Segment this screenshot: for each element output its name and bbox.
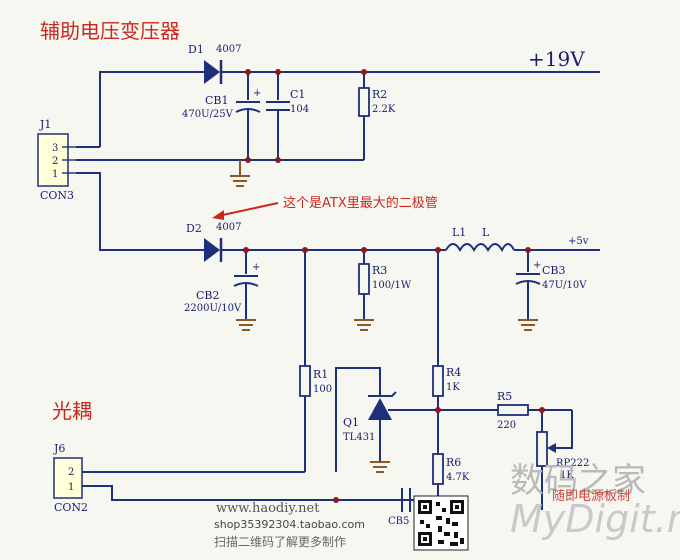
- rp-value: 1K: [560, 470, 574, 481]
- r4-ref: R4: [446, 366, 461, 379]
- resistor-r2: R2 2.2K: [358, 72, 396, 160]
- d1-ref: D1: [188, 43, 204, 56]
- rp-ref: RP222: [556, 458, 589, 469]
- potentiometer-rp: RP222 1K: [536, 410, 589, 510]
- capacitor-cb1: + CB1 470U/25V: [182, 72, 261, 160]
- r6-ref: R6: [446, 456, 461, 469]
- r1-ref: R1: [313, 368, 328, 381]
- j1-pin-2: 2: [52, 156, 58, 167]
- r3-value: 100/1W: [372, 280, 412, 291]
- j1-pin-3: 3: [52, 143, 58, 154]
- l1-ref: L1: [452, 226, 466, 239]
- j1-type: CON3: [40, 189, 74, 202]
- svg-text:+: +: [533, 260, 541, 271]
- capacitor-c1: C1 104: [266, 72, 309, 160]
- resistor-r1: R1 100: [299, 250, 332, 472]
- wire-j1-pin3: [99, 71, 190, 147]
- j6-pin-1: 1: [68, 482, 74, 493]
- r3-ref: R3: [372, 264, 387, 277]
- resistor-r4: R4 1K: [432, 250, 461, 454]
- title-aux-transformer: 辅助电压变压器: [40, 19, 180, 43]
- d2-ref: D2: [186, 222, 202, 235]
- watermark-site: www.haodiy.net: [216, 501, 320, 516]
- capacitor-cb3: + CB3 47U/10V: [515, 250, 587, 320]
- l1-value: L: [482, 226, 490, 239]
- diode-d2: D2 4007: [186, 222, 241, 262]
- wire-j6-pin1: [82, 485, 438, 501]
- c1-value: 104: [290, 104, 309, 115]
- watermark-scan: 扫描二维码了解更多制作: [214, 535, 346, 549]
- r2-ref: R2: [372, 88, 387, 101]
- ground-symbol-1: [230, 160, 250, 187]
- j1-pin-1: 1: [52, 169, 58, 180]
- svg-text:+: +: [253, 88, 261, 99]
- cb2-value: 2200U/10V: [184, 303, 242, 314]
- capacitor-cb5: CB5: [388, 488, 411, 527]
- cb2-ref: CB2: [196, 289, 220, 302]
- connector-j1: J1 CON3 3 2 1: [37, 118, 76, 202]
- ground-symbol-3: [354, 319, 374, 331]
- cb1-ref: CB1: [205, 94, 229, 107]
- cb1-value: 470U/25V: [182, 109, 234, 120]
- r4-value: 1K: [446, 382, 460, 393]
- svg-text:+: +: [252, 262, 260, 273]
- qr-code-image: [413, 495, 469, 551]
- ground-symbol-2: [236, 319, 256, 331]
- resistor-r3: R3 100/1W: [358, 250, 412, 320]
- resistor-r6: R6 4.7K: [432, 453, 470, 500]
- rail-19v-label: +19V: [528, 47, 585, 71]
- diode-d1: D1 4007: [188, 43, 241, 84]
- r1-value: 100: [313, 384, 332, 395]
- ground-symbol-5: [370, 461, 390, 473]
- rail-5v-label: +5v: [568, 236, 589, 247]
- r6-value: 4.7K: [446, 472, 470, 483]
- c1-ref: C1: [290, 88, 305, 101]
- regulator-q1: Q1 TL431: [335, 367, 438, 472]
- title-optocoupler: 光耦: [52, 399, 92, 423]
- ground-symbol-4: [518, 319, 538, 331]
- annotation-arrow: [212, 202, 279, 220]
- j6-pin-2: 2: [68, 467, 74, 478]
- watermark-brand-en: MyDigit.net: [510, 497, 680, 541]
- q1-ref: Q1: [343, 416, 359, 429]
- d2-value: 4007: [216, 222, 241, 233]
- watermark-shop: shop35392304.taobao.com: [214, 518, 365, 531]
- j1-ref: J1: [39, 118, 51, 131]
- j6-ref: J6: [53, 442, 65, 455]
- watermark-extra: 随即电源板制: [552, 489, 630, 504]
- j6-type: CON2: [54, 501, 88, 514]
- wire-j1-pin1: [76, 172, 190, 251]
- d1-value: 4007: [216, 44, 241, 55]
- capacitor-cb2: + CB2 2200U/10V: [184, 250, 260, 320]
- watermark-brand-cn: 数码之家: [510, 461, 646, 501]
- annotation-text: 这个是ATX里最大的二极管: [283, 195, 438, 211]
- r2-value: 2.2K: [372, 104, 396, 115]
- connector-j6: J6 CON2 2 1: [53, 442, 88, 514]
- cb3-ref: CB3: [542, 264, 566, 277]
- resistor-r5: R5 220: [438, 390, 572, 431]
- cb5-ref: CB5: [388, 516, 409, 527]
- q1-value: TL431: [343, 432, 375, 443]
- inductor-l1: L1 L: [445, 226, 515, 253]
- junctions: [243, 69, 545, 503]
- r5-value: 220: [497, 420, 516, 431]
- r5-ref: R5: [497, 390, 512, 403]
- cb3-value: 47U/10V: [542, 280, 587, 291]
